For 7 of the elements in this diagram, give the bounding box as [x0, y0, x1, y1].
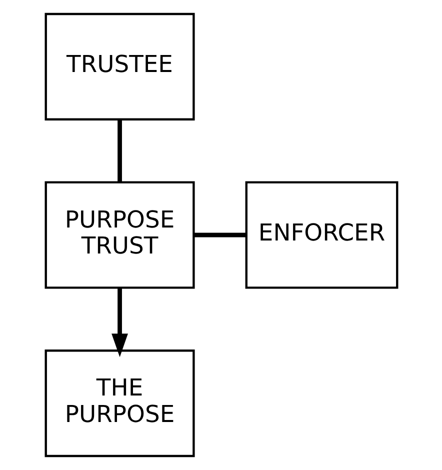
node-box: THE PURPOSE	[44, 350, 194, 458]
node-box: PURPOSE TRUST	[44, 181, 194, 289]
arrow	[111, 288, 128, 358]
node-box: ENFORCER	[244, 181, 398, 289]
connector	[193, 232, 246, 238]
node-box: TRUSTEE	[44, 12, 194, 120]
connector	[117, 120, 122, 182]
